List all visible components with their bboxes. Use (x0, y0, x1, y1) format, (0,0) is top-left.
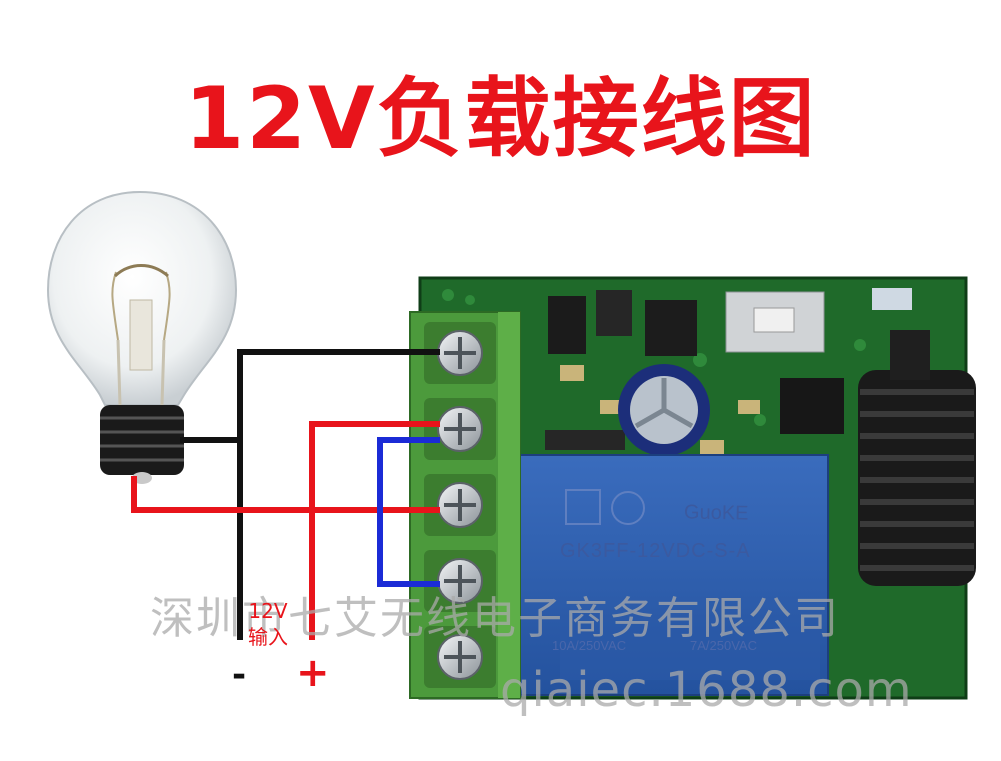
page-title: 12V负载接线图 (184, 69, 817, 169)
wire-positive (131, 421, 440, 640)
watermark-company: 深圳市七艾无线电子商务有限公司 (150, 593, 840, 644)
relay-rating-right: 7A/250VAC (690, 638, 757, 653)
terminal-screw-1 (424, 322, 496, 384)
wire-jumper (377, 437, 440, 587)
terminal-screw-4 (424, 550, 496, 612)
relay-rating-left: 10A/250VAC (552, 638, 627, 653)
relay-model-label: GK3FF-12VDC-S-A (560, 540, 751, 562)
relay-body (515, 454, 829, 696)
relay-brand-label: GuoKE (683, 501, 749, 525)
terminal-block (409, 311, 521, 699)
terminal-screw-3 (424, 474, 496, 536)
positive-sign: + (296, 650, 330, 696)
wire-negative (180, 349, 440, 640)
terminal-screw-5 (424, 626, 496, 688)
terminal-screw-2 (424, 398, 496, 460)
antenna-coil (858, 330, 976, 586)
input-label: 12V 输入 (248, 598, 288, 650)
light-bulb-icon (46, 190, 238, 484)
input-label-voltage: 12V (248, 599, 288, 623)
watermark-url: qiaiec.1688.com (500, 662, 913, 718)
input-label-text: 输入 (248, 625, 288, 649)
negative-sign: - (232, 655, 247, 695)
